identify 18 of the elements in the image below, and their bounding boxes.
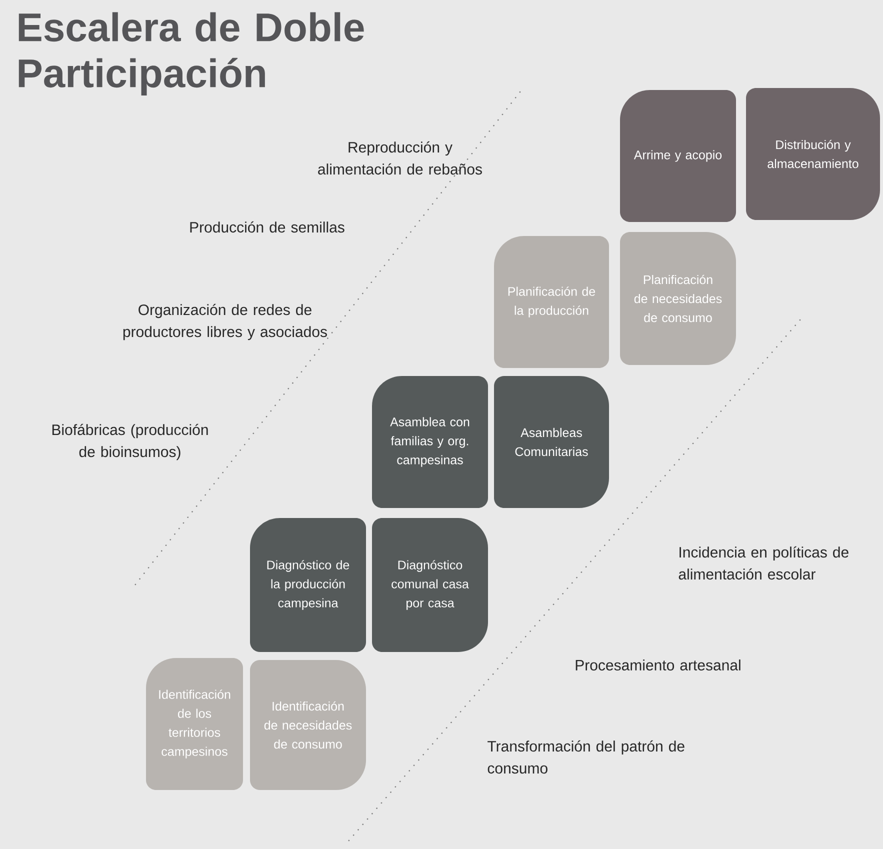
step-box: Asambleas Comunitarias	[494, 376, 609, 508]
side-label: Procesamiento artesanal	[576, 660, 740, 670]
step-box: Asamblea con familias y org. campesinas	[372, 376, 488, 508]
side-label: Organización de redes de productores libres y asociados	[123, 304, 327, 340]
side-label: Incidencia en políticas de alimentación escolar	[678, 546, 848, 580]
step-box: Diagnóstico comunal casa por casa	[372, 518, 488, 652]
step-box: Planificación de la producción	[494, 236, 609, 368]
step-box: Identificación de necesidades de consumo	[250, 660, 366, 790]
step-box: Arrime y acopio	[620, 90, 736, 222]
side-label: Producción de semillas	[190, 221, 344, 233]
step-box: Diagnóstico de la producción campesina	[250, 518, 366, 652]
side-label: Reproducción y alimentación de rebaños	[318, 141, 482, 175]
step-box: Distribución y almacenamiento	[746, 88, 880, 220]
step-box: Planificación de necesidades de consumo	[620, 232, 736, 365]
side-label: Biofábricas (producción de bioinsumos)	[52, 424, 208, 460]
side-label: Transformación del patrón de consumo	[488, 740, 684, 774]
title: Escalera de Doble Participación	[18, 12, 364, 96]
step-box: Identificación de los territorios campesinos	[146, 658, 243, 790]
